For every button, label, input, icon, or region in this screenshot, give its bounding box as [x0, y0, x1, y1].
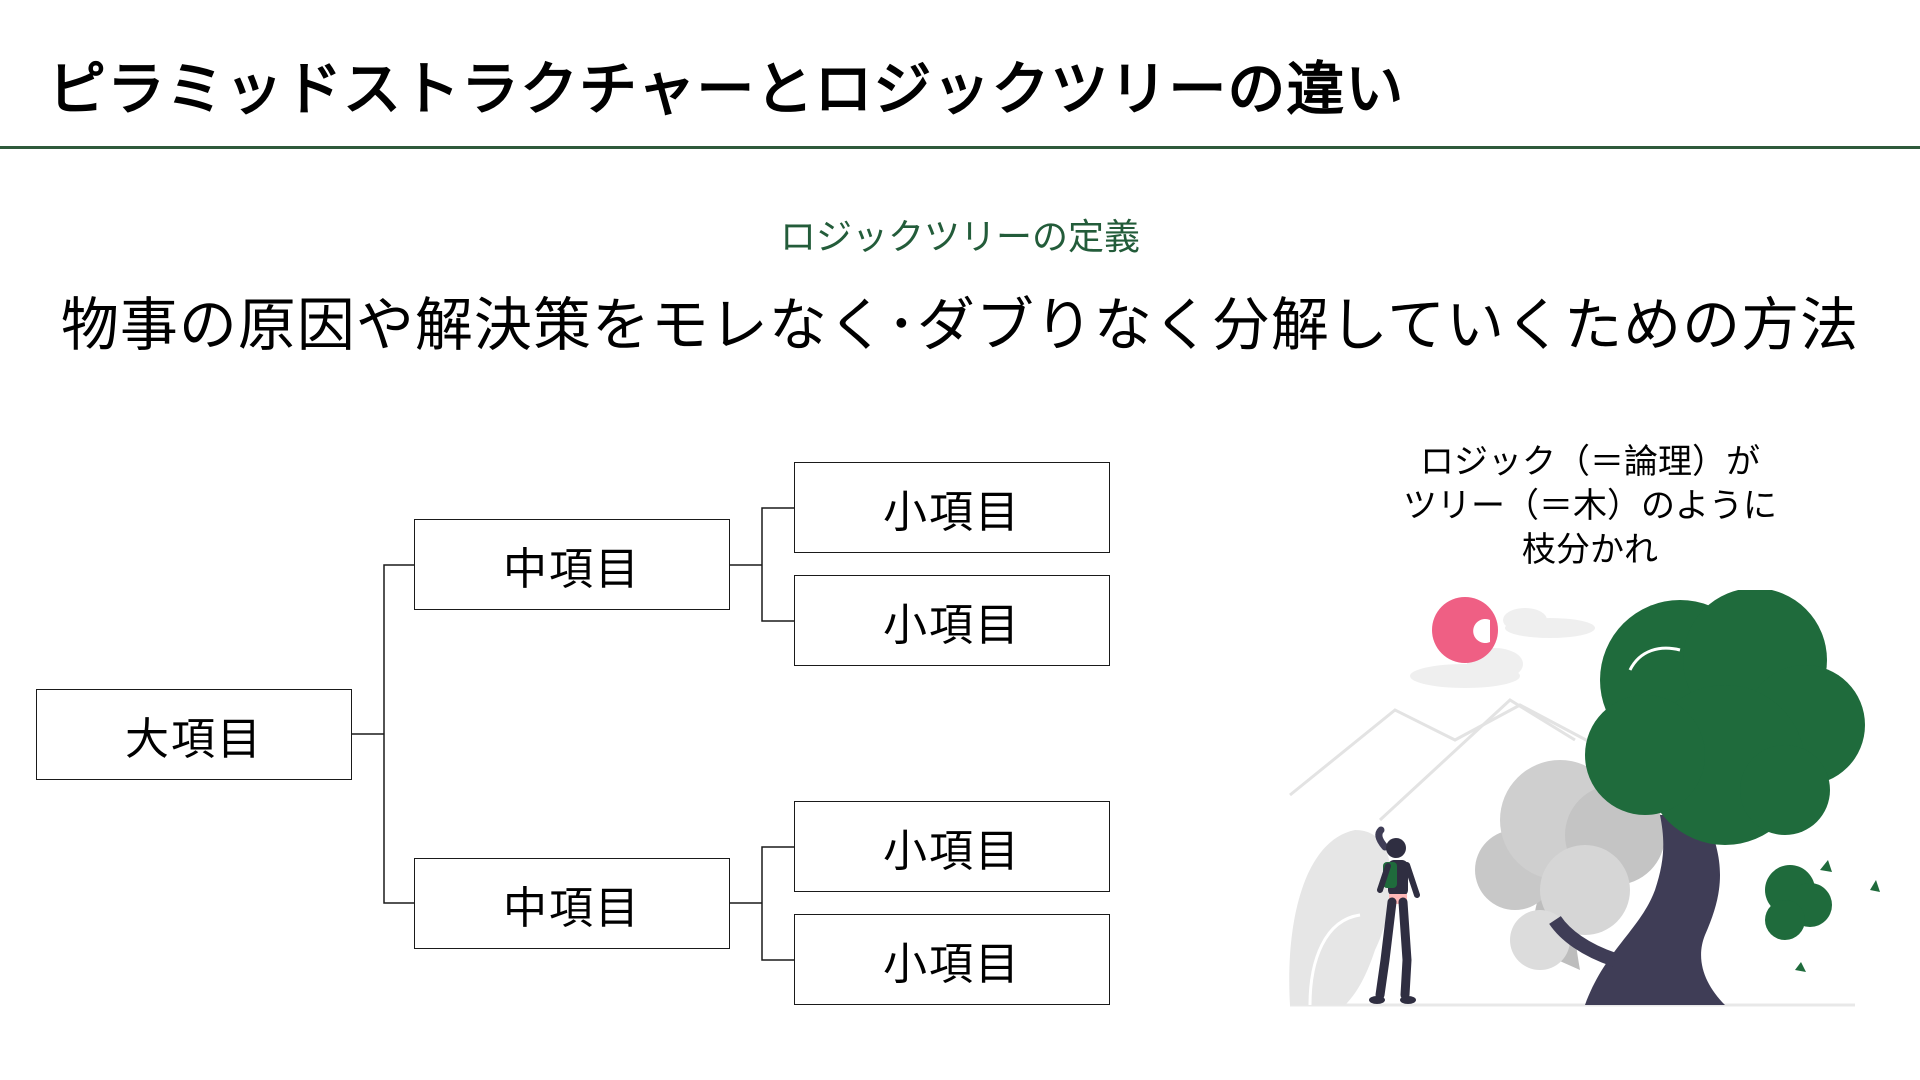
- hiker-figure: [1369, 826, 1420, 1004]
- sun-icon: [1432, 597, 1498, 663]
- note-line-3: 枝分かれ: [1522, 530, 1658, 570]
- mid-node-1: 中項目: [414, 519, 730, 610]
- root-node: 大項目: [36, 689, 352, 780]
- definition-text: 物事の原因や解決策をモレなく･ダブりなく分解していくための方法: [60, 291, 1860, 359]
- title-divider: [0, 146, 1920, 149]
- connector-mid-2: [730, 846, 794, 961]
- hiker-tree-illustration: [1289, 590, 1880, 1007]
- connector-mid-1: [730, 507, 794, 622]
- leaf-node-4: 小項目: [794, 914, 1110, 1005]
- leaf-node-2: 小項目: [794, 575, 1110, 666]
- leaf-node-1: 小項目: [794, 462, 1110, 553]
- page-title: ピラミッドストラクチャーとロジックツリーの違い: [48, 55, 1405, 123]
- note-line-1: ロジック（＝論理）が: [1420, 442, 1760, 482]
- green-tree: [1549, 590, 1880, 1005]
- section-label: ロジックツリーの定義: [779, 217, 1140, 258]
- note-line-2: ツリー（＝木）のように: [1403, 486, 1777, 526]
- leaf-node-3: 小項目: [794, 801, 1110, 892]
- bush-left: [1289, 830, 1392, 1006]
- mid-node-2: 中項目: [414, 858, 730, 949]
- tree-explanation: ロジック（＝論理）が ツリー（＝木）のように 枝分かれ: [1390, 440, 1790, 572]
- connector-root: [352, 564, 414, 904]
